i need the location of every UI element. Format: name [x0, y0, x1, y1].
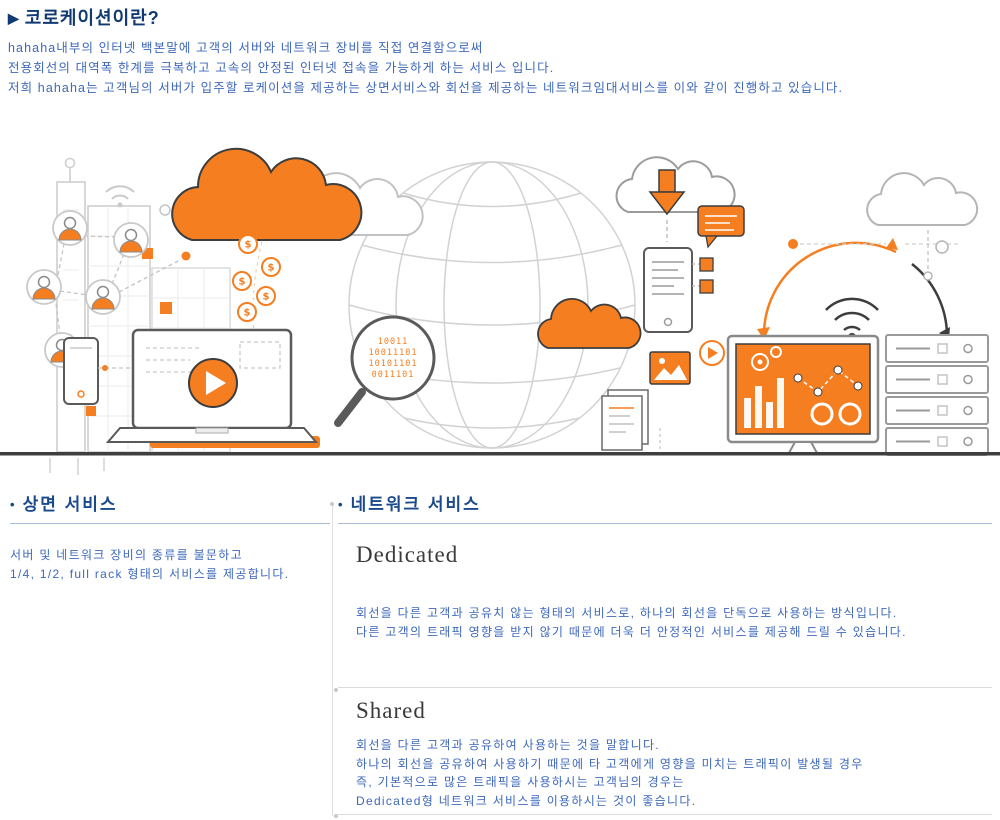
gear-icon — [751, 353, 769, 371]
orange-cloud-icon — [171, 147, 363, 241]
divider-dot — [330, 502, 334, 506]
binary-code-line: 10011101 — [369, 348, 418, 358]
bullet-icon: • — [338, 497, 345, 512]
download-cloud-icon — [615, 156, 736, 242]
ground-reflections — [49, 458, 105, 477]
shared-heading: Shared — [356, 698, 426, 723]
shared-line-4: Dedicated형 네트워크 서비스를 이용하시는 것이 좋습니다. — [356, 793, 697, 808]
binary-code-line: 10011 — [378, 337, 409, 347]
smartphone-icon — [63, 337, 133, 416]
network-service-title: 네트워크 서비스 — [350, 495, 481, 514]
photo-files-icon — [601, 340, 725, 451]
shared-body: 회선을 다른 고객과 공유하여 사용하는 것을 말합니다. 하나의 회선을 공유… — [356, 736, 992, 810]
dashed-cloud-icon — [866, 172, 979, 281]
dedicated-body: 회선을 다른 고객과 공유치 않는 형태의 서비스로, 하나의 회선을 단독으로… — [356, 604, 992, 641]
bullet-icon: • — [10, 497, 17, 512]
network-service-heading: • 네트워크 서비스 — [338, 494, 992, 524]
binary-code-line: 10101101 — [369, 359, 418, 369]
intro-line-3: 저희 hahaha는 고객님의 서버가 입주할 로케이션을 제공하는 상면서비스… — [8, 81, 844, 95]
laptop-play-icon — [105, 328, 320, 448]
page-header: ▶ 코로케이션이란? hahaha내부의 인터넷 백본말에 고객의 서버와 네트… — [8, 6, 988, 95]
colocation-illustration: $ — [0, 140, 1000, 477]
shared-line-3: 즉, 기본적으로 많은 트래픽을 사용하시는 고객님의 경우는 — [356, 775, 685, 789]
intro-line-1: hahaha내부의 인터넷 백본말에 고객의 서버와 네트워크 장비를 직접 연… — [8, 41, 484, 55]
dollar-coins-icon — [232, 234, 281, 352]
intro-paragraph: hahaha내부의 인터넷 백본말에 고객의 서버와 네트워크 장비를 직접 연… — [8, 38, 988, 98]
dedicated-line-1: 회선을 다른 고객과 공유치 않는 형태의 서비스로, 하나의 회선을 단독으로… — [356, 606, 898, 620]
floor-service-heading: • 상면 서비스 — [10, 494, 330, 524]
service-columns: • 상면 서비스 서버 및 네트워크 장비의 종류를 불문하고 1/4, 1/2… — [0, 494, 1000, 820]
wifi-icon — [105, 185, 135, 208]
dedicated-heading: Dedicated — [356, 542, 459, 567]
floor-service-line-1: 서버 및 네트워크 장비의 종류를 불문하고 — [10, 548, 243, 562]
wifi-arc-icon — [757, 238, 960, 341]
dedicated-item: Dedicated 회선을 다른 고객과 공유치 않는 형태의 서비스로, 하나… — [338, 540, 992, 688]
intro-line-2: 전용회선의 대역폭 한계를 극복하고 고속의 안정된 인터넷 접속을 가능하게 … — [8, 61, 555, 75]
network-service-section: • 네트워크 서비스 Dedicated 회선을 다른 고객과 공유치 않는 형… — [338, 494, 992, 815]
server-rack-icon — [885, 334, 989, 456]
divider-dot — [334, 688, 338, 692]
document-phone-icon — [643, 247, 714, 333]
user-avatars-icon — [26, 204, 191, 368]
column-divider — [332, 504, 333, 816]
chat-bubble-icon — [697, 205, 745, 249]
floor-service-section: • 상면 서비스 서버 및 네트워크 장비의 종류를 불문하고 1/4, 1/2… — [10, 494, 330, 583]
page-title: ▶ 코로케이션이란? — [8, 6, 988, 30]
shared-line-2: 하나의 회선을 공유하여 사용하기 때문에 타 고객에게 영향을 미치는 트래픽… — [356, 756, 864, 771]
dedicated-line-2: 다른 고객의 트래픽 영향을 받지 않기 때문에 더욱 더 안정적인 서비스를 … — [356, 624, 907, 639]
divider-dot — [334, 814, 338, 818]
dashboard-monitor-icon — [726, 334, 880, 454]
floor-service-line-2: 1/4, 1/2, full rack 형태의 서비스를 제공합니다. — [10, 566, 290, 581]
colocation-illustration-svg: $ — [0, 147, 1000, 477]
title-arrow-icon: ▶ — [8, 10, 20, 26]
binary-code-line: 0011101 — [372, 370, 415, 380]
floor-service-body: 서버 및 네트워크 장비의 종류를 불문하고 1/4, 1/2, full ra… — [10, 546, 330, 583]
page-title-text: 코로케이션이란? — [24, 8, 160, 28]
magnifier-code-icon: 10011 10011101 10101101 0011101 — [334, 315, 436, 427]
floor-service-title: 상면 서비스 — [22, 495, 118, 514]
shared-line-1: 회선을 다른 고객과 공유하여 사용하는 것을 말합니다. — [356, 738, 660, 752]
ground-line — [0, 452, 1000, 456]
shared-item: Shared 회선을 다른 고객과 공유하여 사용하는 것을 말합니다. 하나의… — [338, 688, 992, 815]
small-orange-cloud-icon — [537, 298, 642, 349]
